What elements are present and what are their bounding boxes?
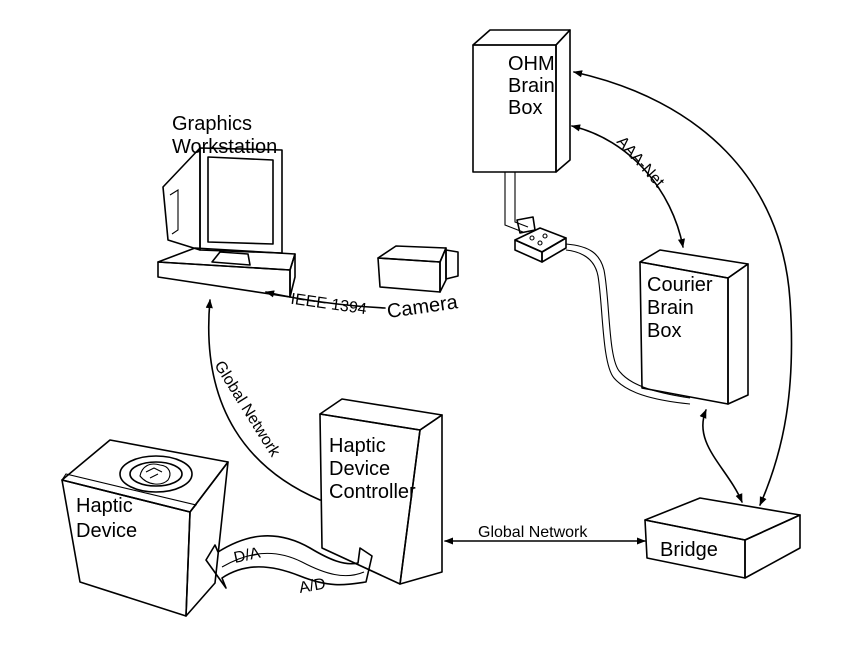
da-label: D/A: [232, 545, 262, 567]
da-ad-ribbon: [205, 535, 373, 589]
ieee-link-arrow: [265, 290, 386, 309]
global-network-vertical-label: Global Network: [211, 358, 284, 461]
global-network-horizontal-label: Global Network: [478, 524, 588, 541]
bridge: [644, 497, 801, 579]
global-network-vertical-arrow: [205, 299, 321, 501]
courier-brain-box-label: Courier Brain Box: [647, 274, 718, 342]
haptic-device-controller: [319, 398, 443, 585]
haptic-device-label: Haptic Device: [76, 495, 138, 542]
camera: [377, 245, 459, 293]
ad-label: A/D: [298, 576, 327, 597]
haptic-device: [61, 439, 229, 617]
ohm-bridge-arrow: [573, 70, 793, 506]
graphics-workstation: [157, 147, 296, 298]
aaa-net-label: AAA-Net: [613, 133, 668, 191]
ohm-brain-box-label: OHM Brain Box: [508, 53, 560, 119]
haptic-device-controller-label: Haptic Device Controller: [329, 435, 416, 503]
bridge-label: Bridge: [660, 539, 718, 561]
courier-bridge-arrow: [699, 409, 743, 503]
ohm-brain-box: [472, 29, 571, 173]
camera-label: Camera: [386, 291, 460, 323]
graphics-workstation-label: Graphics Workstation: [172, 113, 277, 158]
ieee-link-label: IEEE 1394: [290, 291, 368, 318]
